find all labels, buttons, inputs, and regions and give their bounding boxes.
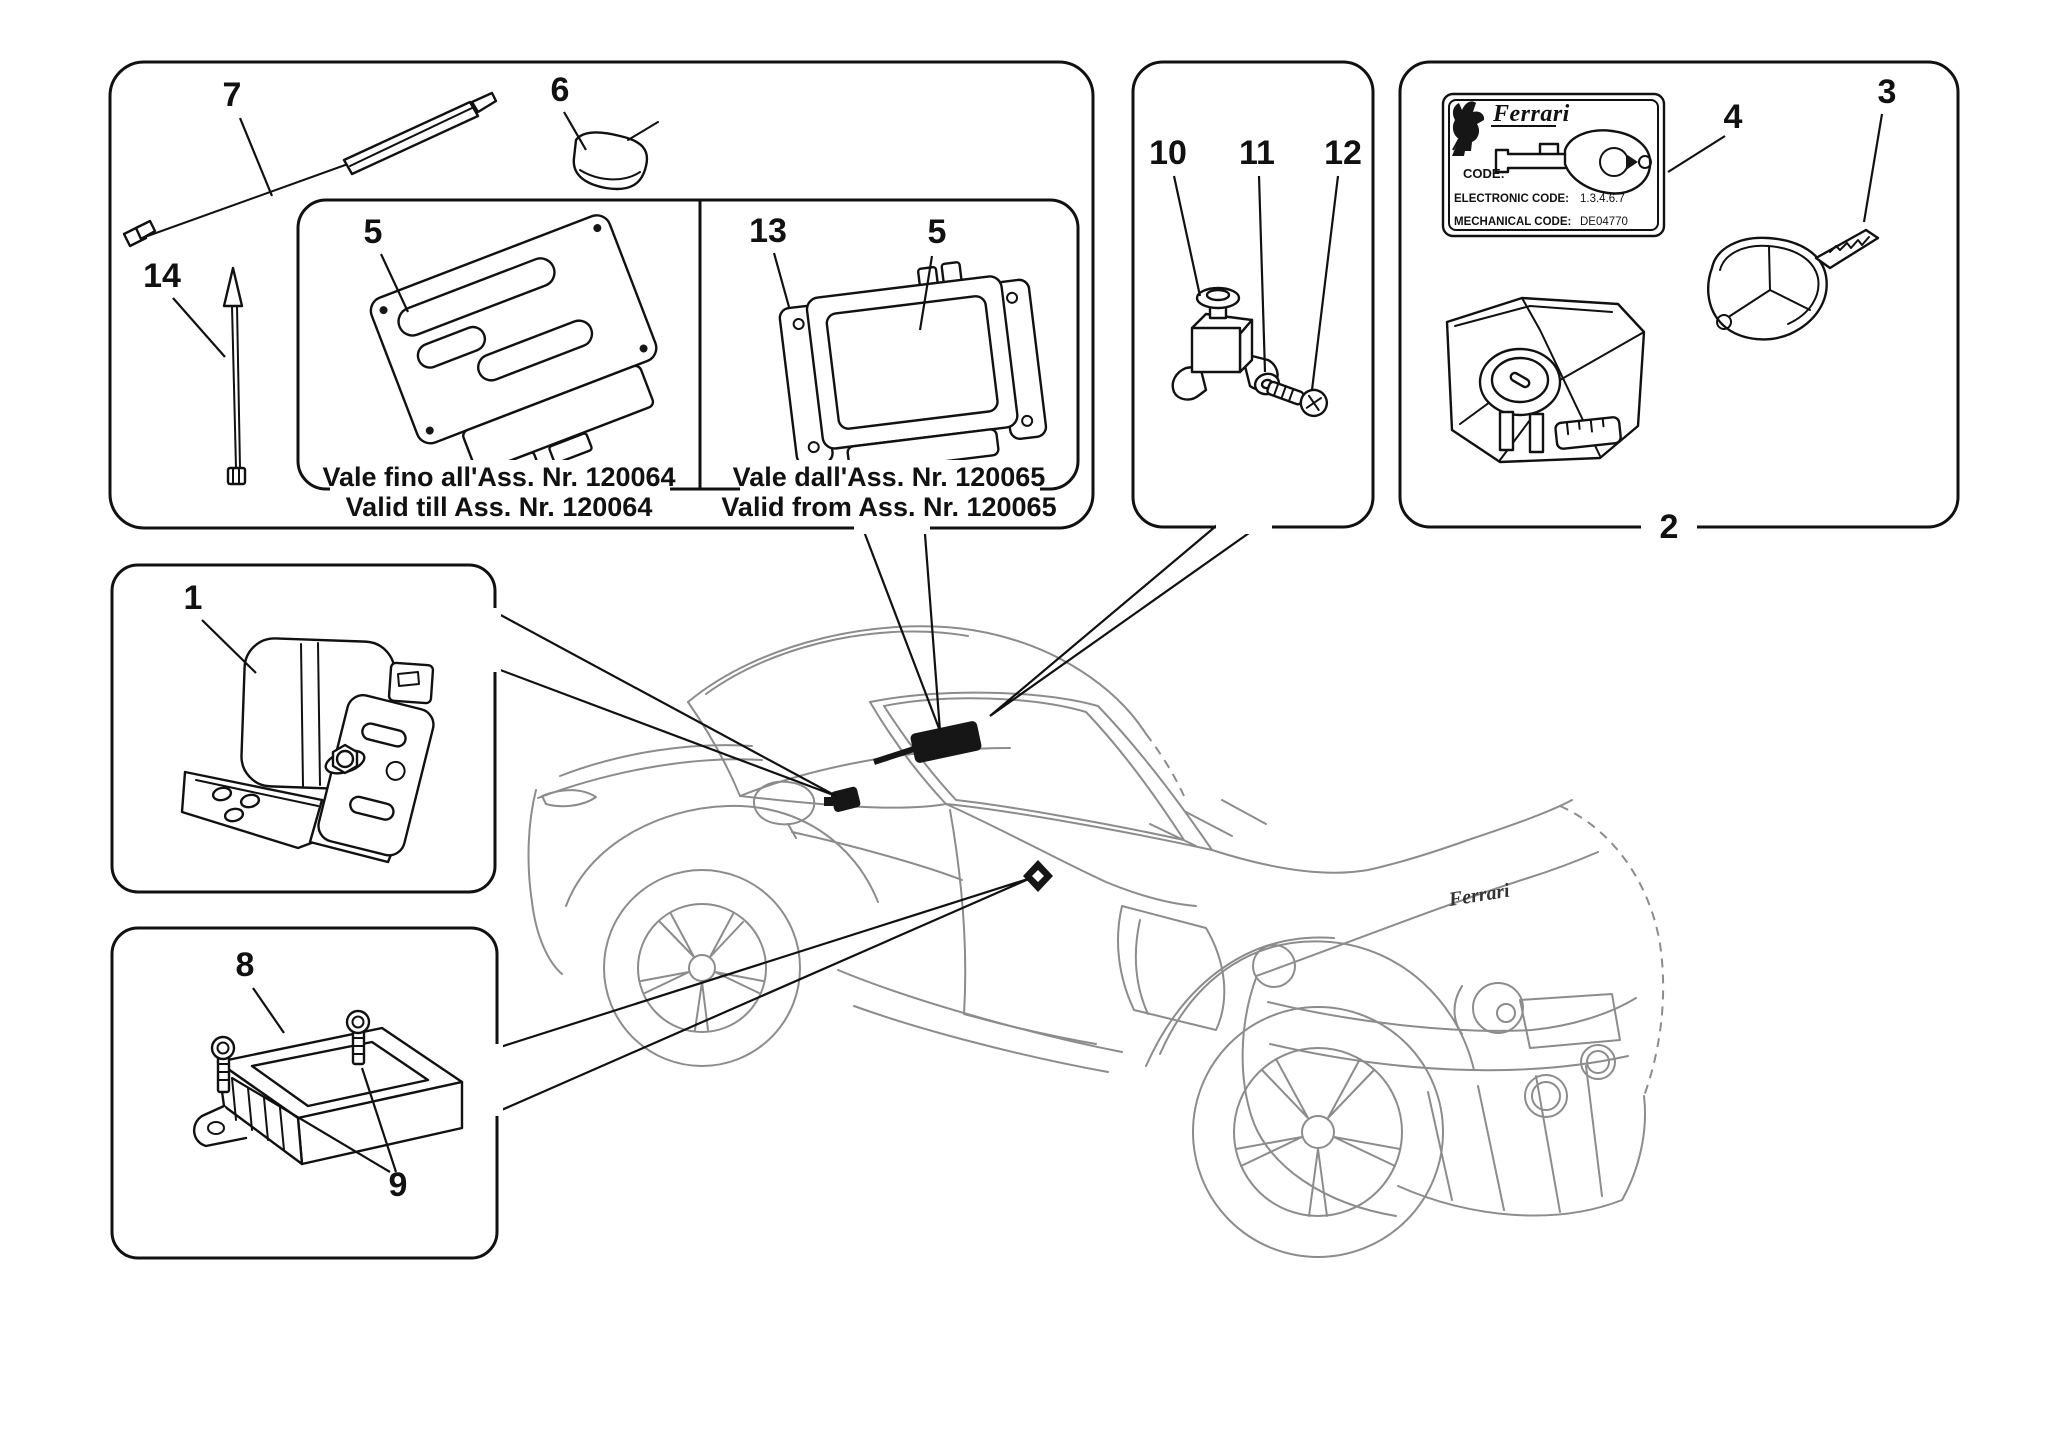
- callout-6: 6: [551, 71, 570, 109]
- callout-7: 7: [223, 76, 242, 114]
- callout-10: 10: [1149, 134, 1187, 172]
- code-card: Ferrari CODE: ELECTRONIC CODE: 1.3.4.6.7…: [1441, 92, 1666, 238]
- callout-5a: 5: [364, 213, 383, 251]
- key-fob-drawing: [1707, 228, 1880, 341]
- door-sensor-marker: [1023, 860, 1053, 892]
- rear-badge-script: Ferrari: [1446, 880, 1511, 912]
- switch-drawing: [1171, 286, 1279, 401]
- ecu-drawing: [778, 261, 1048, 474]
- screw-drawing: [1266, 380, 1329, 418]
- card-electronic-value: 1.3.4.6.7: [1580, 193, 1625, 205]
- card-brand: Ferrari: [1492, 101, 1570, 127]
- antenna-cable-drawing: [122, 91, 498, 248]
- note-valid-till-it: Vale fino all'Ass. Nr. 120064: [322, 462, 675, 492]
- rear-wheel: [1192, 1006, 1444, 1258]
- card-electronic-label: ELECTRONIC CODE:: [1454, 193, 1569, 205]
- parts-bag-drawing: [1445, 296, 1646, 464]
- validity-box: [296, 198, 1080, 491]
- callout-5b: 5: [928, 213, 947, 251]
- callout-8: 8: [236, 946, 255, 984]
- validity-notes: Vale fino all'Ass. Nr. 120064 Valid till…: [322, 462, 1056, 522]
- callout-1: 1: [184, 579, 203, 617]
- leader-funnels: [494, 520, 1267, 1114]
- front-wheel: [603, 869, 801, 1067]
- roof-ecu-marker: [873, 721, 982, 765]
- callout-11: 11: [1239, 134, 1275, 172]
- prancing-horse-icon: [1452, 101, 1485, 156]
- pin-antenna-drawing: [222, 266, 247, 486]
- gps-antenna-drawing: [572, 121, 659, 191]
- callout-14: 14: [143, 257, 181, 295]
- interior-parts-box: [1131, 60, 1375, 529]
- group-boxes: [108, 60, 1960, 1260]
- key-blank-drawing: [1494, 129, 1652, 195]
- callout-2: 2: [1660, 508, 1679, 546]
- card-code-label: CODE:: [1463, 166, 1505, 181]
- door-mirror: [752, 780, 816, 839]
- card-mechanical-label: MECHANICAL CODE:: [1454, 216, 1571, 228]
- note-valid-from-it: Vale dall'Ass. Nr. 120065: [733, 462, 1046, 492]
- callout-3: 3: [1878, 73, 1897, 111]
- card-mechanical-value: DE04770: [1580, 216, 1628, 228]
- ecu-module-drawing: [193, 1009, 464, 1166]
- callout-labels: 7 6 14 5 13 5 10 11 12 4 3 2 1 8 9: [143, 71, 1896, 1204]
- siren-box: [110, 563, 497, 894]
- alarm-siren-drawing: [180, 637, 435, 864]
- callout-4: 4: [1724, 98, 1743, 136]
- callout-9: 9: [389, 1166, 408, 1204]
- note-valid-till-en: Valid till Ass. Nr. 120064: [346, 492, 653, 522]
- callout-13: 13: [749, 212, 787, 250]
- leader-lines: [172, 111, 1884, 1173]
- note-valid-from-en: Valid from Ass. Nr. 120065: [721, 492, 1056, 522]
- main-parts-box: [108, 60, 1095, 530]
- ecu-bracket-drawing: [369, 214, 658, 484]
- cowl-sensor-marker: [824, 786, 861, 812]
- callout-12: 12: [1324, 134, 1362, 172]
